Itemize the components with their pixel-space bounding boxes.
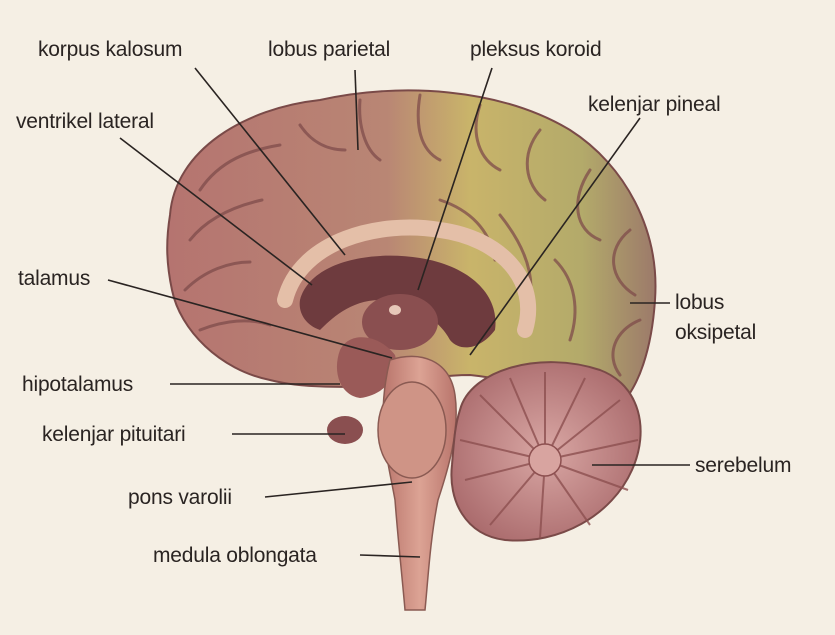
- label-kelenjar-pineal: kelenjar pineal: [588, 93, 720, 116]
- label-kelenjar-pituitari: kelenjar pituitari: [42, 423, 185, 446]
- label-korpus-kalosum: korpus kalosum: [38, 38, 182, 61]
- label-hipotalamus: hipotalamus: [22, 373, 133, 396]
- pons: [378, 382, 446, 478]
- label-lobus-oksipetal-1: lobus: [675, 291, 724, 314]
- line-pons-varolii: [265, 482, 412, 497]
- label-talamus: talamus: [18, 267, 90, 290]
- label-serebelum: serebelum: [695, 454, 791, 477]
- label-lobus-parietal: lobus parietal: [268, 38, 390, 61]
- pituitary: [327, 416, 363, 444]
- label-pons-varolii: pons varolii: [128, 486, 232, 509]
- label-ventrikel-lateral: ventrikel lateral: [16, 110, 154, 133]
- label-pleksus-koroid: pleksus koroid: [470, 38, 601, 61]
- label-lobus-oksipetal-2: oksipetal: [675, 321, 756, 344]
- label-medula-oblongata: medula oblongata: [153, 544, 317, 567]
